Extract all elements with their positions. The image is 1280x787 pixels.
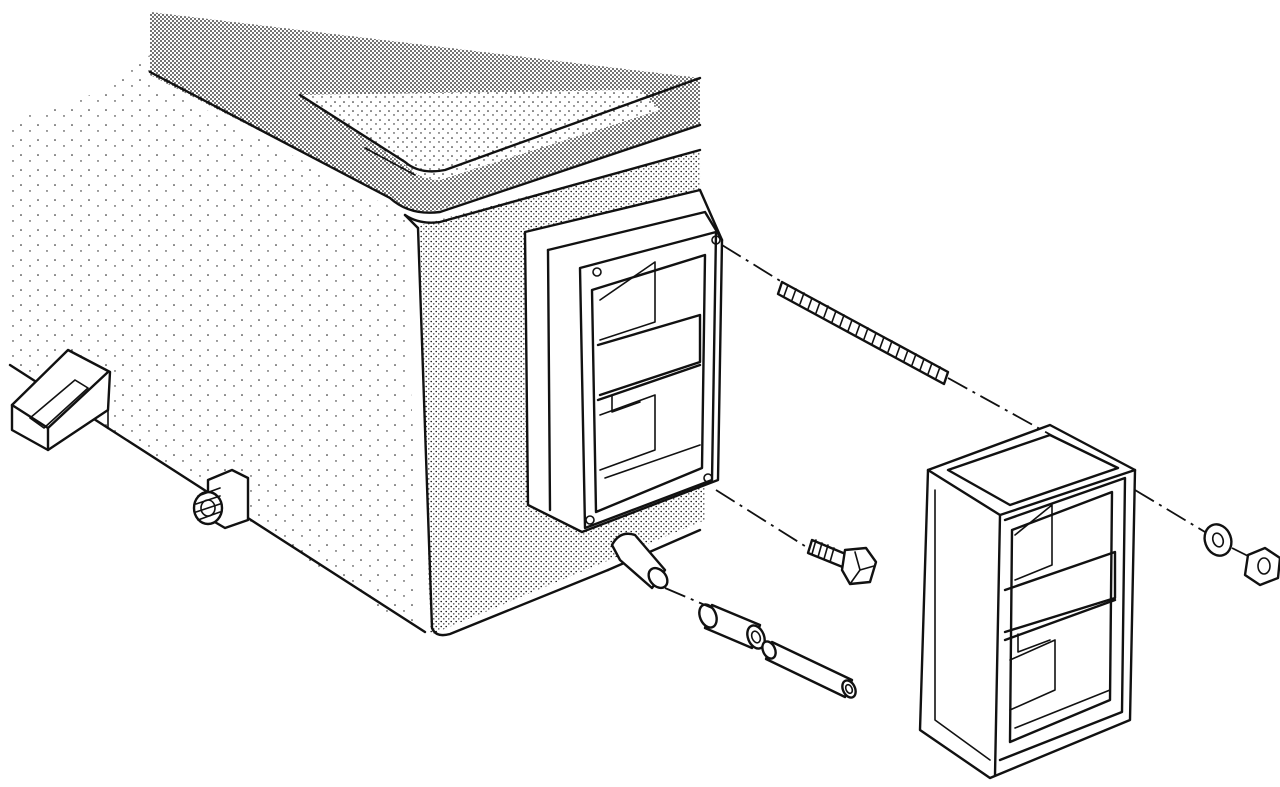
mounting-bracket [10, 348, 112, 452]
bolt [806, 538, 878, 586]
cover-frame [918, 423, 1137, 780]
frame-holder [523, 188, 724, 534]
threaded-stud [192, 468, 250, 530]
threaded-rod [776, 280, 950, 386]
assembly-axes [664, 244, 1249, 609]
hinge-lug [610, 532, 669, 590]
cabinet-lid [148, 12, 702, 214]
nut [1243, 546, 1280, 587]
washer [1203, 523, 1233, 557]
pin [761, 640, 857, 699]
bushing [698, 603, 766, 650]
